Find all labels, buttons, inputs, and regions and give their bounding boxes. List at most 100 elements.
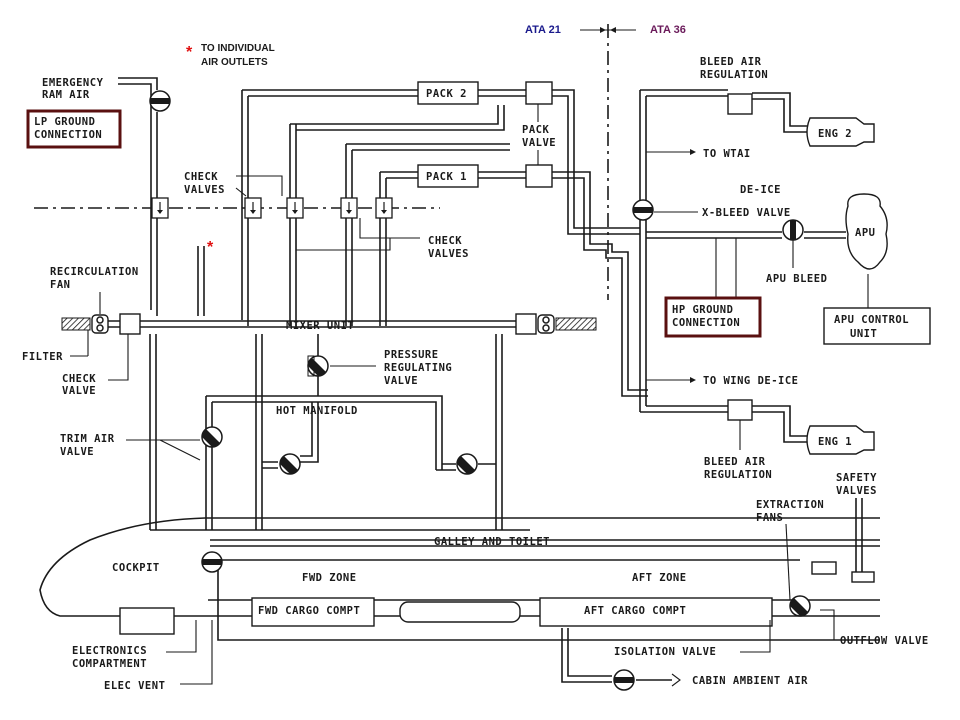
recirc-fan-label-2: FAN (50, 279, 70, 291)
pack-1-label: PACK 1 (426, 171, 467, 183)
check-valve-3-icon (340, 197, 358, 219)
safety-valves-label-2: VALVES (836, 485, 877, 497)
note-line-1: TO INDIVIDUAL (201, 43, 275, 54)
trim-air-valve-3-icon[interactable] (456, 453, 478, 475)
outlet-star: * (207, 239, 214, 256)
elec-vent-label: ELEC VENT (104, 680, 165, 692)
apu-bleed-label: APU BLEED (766, 273, 827, 285)
cockpit-trim-valve-icon[interactable] (201, 551, 223, 573)
check-valve-ram-icon (151, 197, 169, 219)
check-valves-mid-label-1: CHECK (428, 235, 462, 247)
pack-2-box (417, 81, 479, 105)
check-valve-right (515, 313, 537, 335)
aft-cargo-label: AFT CARGO COMPT (584, 605, 686, 617)
recirc-fan-right (537, 314, 555, 334)
emergency-ram-air-label-2: RAM AIR (42, 89, 90, 101)
ata-divider: ATA 21 ATA 36 (525, 24, 686, 300)
outflow-valve-icon[interactable] (789, 595, 811, 617)
electronics-label-1: ELECTRONICS (72, 645, 147, 657)
safety-valve (851, 571, 875, 583)
recirc-fan-label-1: RECIRCULATION (50, 266, 139, 278)
x-bleed-valve-icon[interactable] (632, 199, 654, 221)
eng-1-label: ENG 1 (818, 436, 852, 448)
lp-ground-label-2: CONNECTION (34, 129, 102, 141)
filter-right (555, 317, 597, 331)
fwd-cargo-label: FWD CARGO COMPT (258, 605, 360, 617)
bleed-air-reg-top-label-1: BLEED AIR (700, 56, 762, 68)
hp-ground-connection-box (664, 296, 762, 338)
aft-cargo-box (539, 597, 773, 627)
isolation-valve-icon[interactable] (613, 669, 635, 691)
emergency-ram-air-label-1: EMERGENCY (42, 77, 104, 89)
x-bleed-label: X-BLEED VALVE (702, 207, 791, 219)
aft-zone-label: AFT ZONE (632, 572, 687, 584)
lp-ground-connection-box (26, 109, 122, 149)
check-valve-1-icon (244, 197, 262, 219)
filter-label: FILTER (22, 351, 63, 363)
note-line-2: AIR OUTLETS (201, 57, 268, 68)
check-valves-mid-label-2: VALVES (428, 248, 469, 260)
pack-2-valve[interactable] (525, 81, 553, 105)
note-star: * (186, 44, 193, 61)
filter-left (61, 317, 91, 331)
pack-valve-label-2: VALVE (522, 137, 556, 149)
trim-air-valve-2-icon[interactable] (279, 453, 301, 475)
cabin-ambient-label: CABIN AMBIENT AIR (692, 675, 808, 687)
recirc-fan-left (91, 314, 109, 334)
apu-unit: APU (845, 193, 888, 270)
fwd-cargo-box (251, 597, 375, 627)
bleed-air-reg-bottom-label-1: BLEED AIR (704, 456, 766, 468)
check-valve-left (119, 313, 141, 335)
bleed-air-reg-bottom-label-2: REGULATION (704, 469, 772, 481)
bleed-air-reg-2-valve[interactable] (727, 93, 753, 115)
cockpit-label: COCKPIT (112, 562, 160, 574)
apu-label: APU (855, 227, 875, 239)
isolation-valve-label: ISOLATION VALVE (614, 646, 716, 658)
engine-1 (806, 425, 875, 455)
trim-air-label-1: TRIM AIR (60, 433, 115, 445)
hot-manifold-label: HOT MANIFOLD (276, 405, 358, 417)
trim-air-label-2: VALVE (60, 446, 94, 458)
to-wtai-label: TO WTAI (703, 148, 751, 160)
apu-control-label-2: UNIT (850, 328, 877, 340)
electronics-label-2: COMPARTMENT (72, 658, 147, 670)
fuselage-outline (39, 517, 880, 617)
lp-ground-label-1: LP GROUND (34, 116, 95, 128)
fwd-zone-label: FWD ZONE (302, 572, 357, 584)
apu-control-label-1: APU CONTROL (834, 314, 909, 326)
bleed-air-reg-1-valve[interactable] (727, 399, 753, 421)
ata-36-label: ATA 36 (650, 24, 686, 36)
extraction-fan (811, 561, 837, 575)
wing-box (399, 601, 521, 623)
pressure-reg-label-1: PRESSURE (384, 349, 439, 361)
pack-valve-label-1: PACK (522, 124, 549, 136)
extraction-fans-label-1: EXTRACTION (756, 499, 824, 511)
ata-21-label: ATA 21 (525, 24, 561, 36)
electronics-rack (119, 607, 175, 635)
outlets-note: * TO INDIVIDUAL AIR OUTLETS (186, 43, 275, 68)
apu-control-unit-box (823, 307, 931, 345)
ram-air-valve-icon[interactable] (149, 90, 171, 112)
bleed-air-reg-top-label-2: REGULATION (700, 69, 768, 81)
check-valve-label-2: VALVE (62, 385, 96, 397)
check-valve-2-icon (286, 197, 304, 219)
check-valves-top-label-1: CHECK (184, 171, 218, 183)
hp-ground-label-2: CONNECTION (672, 317, 740, 329)
pressure-reg-label-2: REGULATING (384, 362, 452, 374)
check-valve-label-1: CHECK (62, 373, 96, 385)
trim-air-valve-1-icon[interactable] (201, 426, 223, 448)
check-valve-4-icon (375, 197, 393, 219)
pressure-reg-label-3: VALVE (384, 375, 418, 387)
eng-2-label: ENG 2 (818, 128, 852, 140)
engine-2 (806, 117, 875, 147)
outflow-valve-label: OUTFLOW VALVE (840, 635, 929, 647)
to-wing-deice-label: TO WING DE-ICE (703, 375, 799, 387)
galley-toilet-label: GALLEY AND TOILET (434, 536, 550, 548)
hp-ground-label-1: HP GROUND (672, 304, 733, 316)
pack-1-box (417, 164, 479, 188)
check-valves-top-label-2: VALVES (184, 184, 225, 196)
pressure-regulating-valve-icon[interactable] (307, 355, 329, 377)
pack-1-valve[interactable] (525, 164, 553, 188)
